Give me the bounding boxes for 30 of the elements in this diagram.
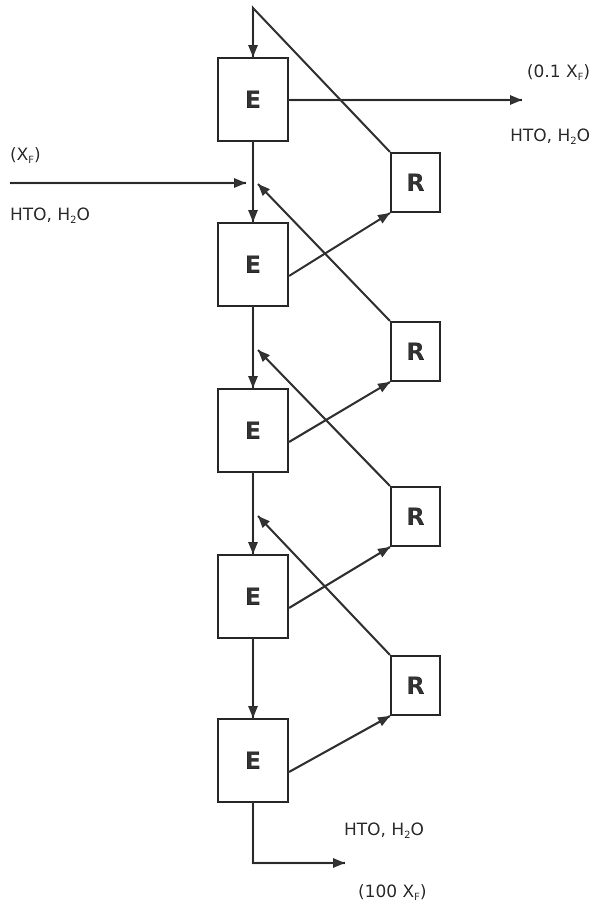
- process-box: R: [390, 152, 441, 213]
- stream-label: HTO, H$_{2}$O: [510, 126, 590, 146]
- process-box: R: [390, 321, 441, 382]
- arrow: [248, 307, 258, 388]
- process-box: E: [217, 718, 289, 803]
- arrow: [248, 639, 258, 718]
- arrow: [288, 212, 391, 277]
- arrow: [10, 178, 246, 188]
- arrow: [288, 715, 391, 773]
- stream-label: (100 X$_{F}$): [358, 882, 427, 902]
- arrow: [248, 142, 258, 222]
- stream-label: HTO, H$_{2}$O: [344, 820, 424, 840]
- arrow: [248, 5, 391, 153]
- arrow: [248, 473, 258, 554]
- process-box: R: [390, 655, 441, 716]
- process-box: E: [217, 57, 289, 142]
- arrow: [257, 183, 391, 322]
- arrow: [289, 95, 522, 105]
- stream-label: HTO, H$_{2}$O: [10, 205, 90, 225]
- arrow: [257, 349, 391, 487]
- process-box: R: [390, 486, 441, 547]
- process-box: E: [217, 388, 289, 473]
- process-box: E: [217, 222, 289, 307]
- process-box: E: [217, 554, 289, 639]
- arrow: [288, 381, 391, 443]
- stream-label: (0.1 X$_{F}$): [526, 62, 590, 82]
- arrow: [252, 803, 345, 868]
- stream-label: (X$_{F}$): [10, 145, 41, 165]
- arrow: [288, 546, 391, 609]
- arrow: [257, 515, 391, 656]
